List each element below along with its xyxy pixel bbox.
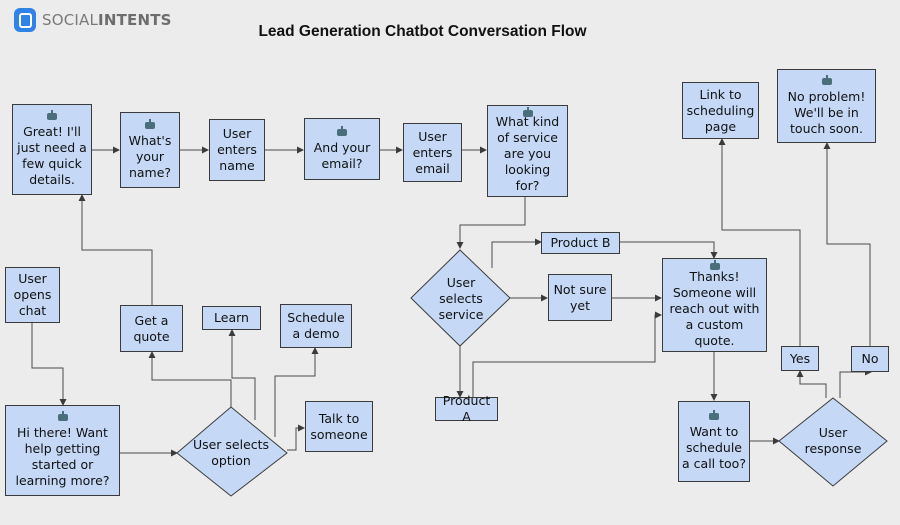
node-thanks: Thanks! Someone will reach out with a cu…: [662, 258, 767, 352]
node-yes: Yes: [781, 346, 819, 371]
node-link-scheduling: Link to scheduling page: [682, 82, 759, 139]
edge-opens-chat-to-hi: [31, 323, 67, 406]
edge-decision-to-product-b: [491, 238, 542, 268]
chatbot-icon: [46, 110, 58, 120]
edge-yes-to-link: [718, 138, 801, 346]
chatbot-icon: [57, 411, 69, 421]
decision-option-label: User selects option: [192, 437, 270, 468]
node-no-problem: No problem! We'll be in touch soon.: [777, 69, 876, 143]
edge-option-to-quote: [148, 351, 232, 410]
chatbot-icon: [709, 260, 721, 270]
edge-quote-to-great: [78, 194, 153, 305]
edge-option-to-learn: [228, 329, 256, 420]
edge-response-to-yes: [796, 370, 827, 398]
decision-response-label: User response: [804, 425, 862, 456]
node-talk-someone: Talk to someone: [305, 401, 373, 452]
node-learn: Learn: [202, 306, 261, 330]
edge-option-to-talk: [287, 424, 305, 451]
diagram-title: Lead Generation Chatbot Conversation Flo…: [258, 23, 587, 40]
chatbot-icon: [336, 125, 348, 136]
chatbot-icon: [522, 107, 534, 117]
chatbot-icon: [144, 118, 156, 129]
node-user-enters-name: User enters name: [209, 119, 265, 181]
node-whats-name: What's your name?: [120, 112, 180, 188]
edge-service-box-to-decision: [456, 197, 526, 249]
node-user-opens-chat: User opens chat: [5, 267, 60, 323]
node-user-enters-email: User enters email: [403, 123, 462, 182]
edge-product-b-to-thanks: [620, 241, 718, 259]
node-get-quote: Get a quote: [120, 305, 183, 352]
node-want-schedule: Want to schedule a call too?: [678, 401, 750, 482]
node-not-sure: Not sure yet: [548, 274, 612, 321]
brand-name: SOCIALINTENTS: [42, 11, 172, 29]
edge-product-a-to-thanks: [472, 311, 662, 397]
node-schedule-demo: Schedule a demo: [280, 304, 352, 348]
socialintents-logo-icon: [14, 8, 36, 32]
decision-user-response: [778, 397, 888, 487]
decision-service-label: User selects service: [438, 275, 484, 322]
edge-option-to-demo: [274, 347, 319, 437]
chatbot-icon: [821, 74, 833, 85]
node-what-service: What kind of service are you looking for…: [487, 105, 568, 197]
node-no: No: [851, 346, 889, 372]
node-product-b: Product B: [541, 232, 620, 254]
chatbot-icon: [708, 410, 720, 420]
node-and-email: And your email?: [304, 118, 380, 180]
node-hi-there: Hi there! Want help getting started or l…: [5, 405, 120, 496]
node-product-a: Product A: [435, 393, 498, 424]
decision-user-selects-service: [410, 249, 511, 347]
edge-no-to-noproblem: [823, 142, 871, 346]
edge-response-to-no: [839, 368, 872, 398]
node-great: Great! I'll just need a few quick detail…: [12, 104, 92, 195]
brand-logo: SOCIALINTENTS: [14, 8, 172, 32]
decision-user-selects-option: [176, 406, 288, 497]
